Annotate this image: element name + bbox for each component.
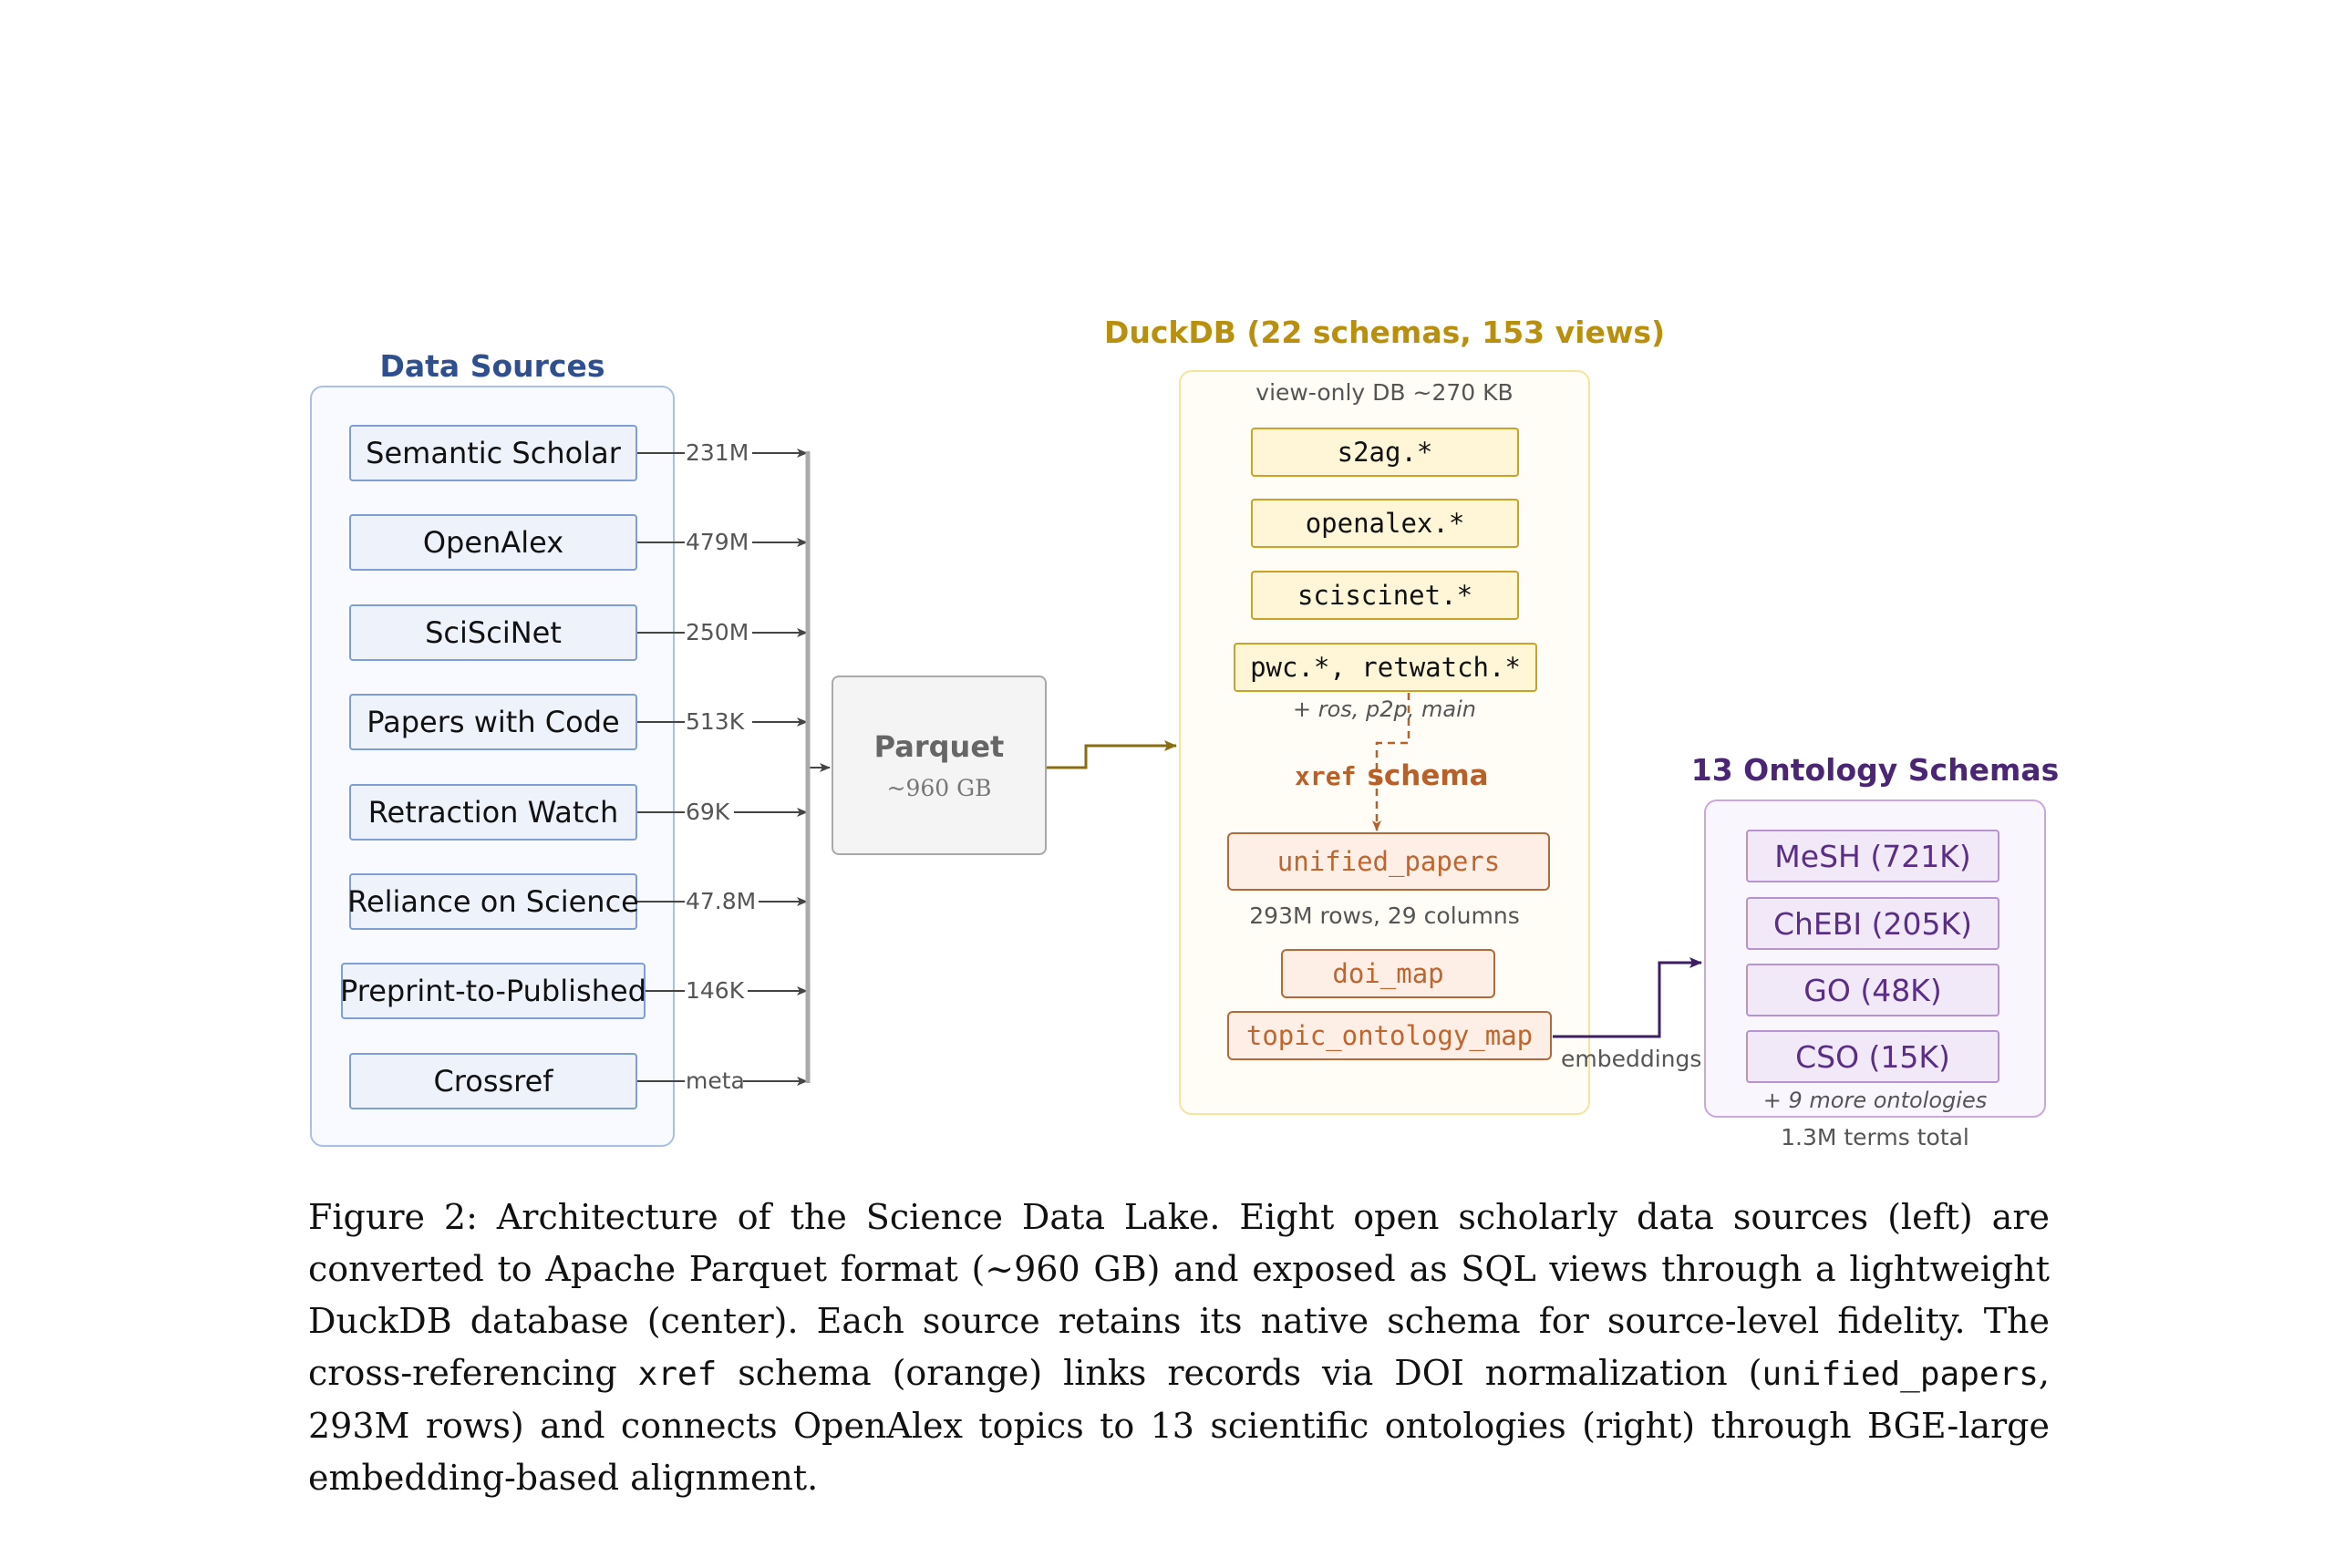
source-semantic-scholar: Semantic Scholar [349, 425, 637, 481]
source-papers-with-code: Papers with Code [349, 694, 637, 750]
xref-schema-label: xref schema [1295, 759, 1489, 792]
unified-papers-note: 293M rows, 29 columns [1249, 903, 1520, 929]
ontology-mesh: MeSH (721K) [1746, 830, 1999, 882]
source-count-label: 231M [686, 439, 749, 466]
topic-ontology-map-box: topic_ontology_map [1227, 1011, 1552, 1060]
parquet-label: Parquet [873, 729, 1005, 764]
schema-pwc-retwatch: pwc.*, retwatch.* [1234, 643, 1537, 692]
ontology-go: GO (48K) [1746, 964, 1999, 1016]
ontology-chebi: ChEBI (205K) [1746, 897, 1999, 950]
caption-text: Figure 2: Architecture of the Science Da… [308, 1197, 2050, 1393]
duckdb-title: DuckDB (22 schemas, 153 views) [1103, 315, 1666, 350]
figure-caption: Figure 2: Architecture of the Science Da… [308, 1191, 2050, 1504]
caption-text: , 293M rows) and connects OpenAlex topic… [308, 1353, 2050, 1498]
schema-openalex: openalex.* [1251, 499, 1519, 548]
source-count-label: 513K [686, 708, 745, 735]
schema-s2ag: s2ag.* [1251, 428, 1519, 477]
xref-suffix: schema [1367, 759, 1489, 792]
source-count-label: 47.8M [686, 888, 757, 914]
unified-papers-box: unified_papers [1227, 832, 1550, 891]
ontology-title: 13 Ontology Schemas [1690, 752, 2060, 788]
source-crossref: Crossref [349, 1053, 637, 1109]
source-preprint-to-published: Preprint-to-Published [340, 963, 646, 1019]
data-sources-title: Data Sources [379, 348, 605, 384]
source-retraction-watch: Retraction Watch [349, 784, 637, 841]
embeddings-label: embeddings [1561, 1046, 1702, 1072]
source-count-label: 146K [686, 977, 745, 1004]
source-count-label: 69K [686, 799, 730, 825]
source-count-label: 479M [686, 529, 749, 555]
caption-text: schema (orange) links records via DOI no… [717, 1353, 1762, 1393]
ontology-more-note: + 9 more ontologies [1762, 1088, 1988, 1113]
source-sciscinet: SciSciNet [349, 604, 637, 661]
doi-map-box: doi_map [1281, 949, 1495, 998]
source-count-label: meta [686, 1068, 745, 1094]
schema-more-note: + ros, p2p, main [1292, 696, 1476, 722]
parquet-size: ~960 GB [886, 775, 992, 801]
source-openalex: OpenAlex [349, 514, 637, 571]
source-count-label: 250M [686, 619, 749, 645]
parquet-box: Parquet ~960 GB [832, 676, 1047, 855]
ontology-total-note: 1.3M terms total [1781, 1124, 1969, 1150]
caption-code: xref [637, 1356, 718, 1393]
duckdb-subtitle: view-only DB ~270 KB [1255, 379, 1514, 406]
schema-sciscinet: sciscinet.* [1251, 571, 1519, 620]
data-sources-panel [310, 386, 675, 1147]
ontology-cso: CSO (15K) [1746, 1030, 1999, 1083]
caption-code: unified_papers [1762, 1356, 2039, 1393]
source-reliance-on-science: Reliance on Science [347, 873, 639, 930]
xref-prefix: xref [1295, 761, 1357, 791]
